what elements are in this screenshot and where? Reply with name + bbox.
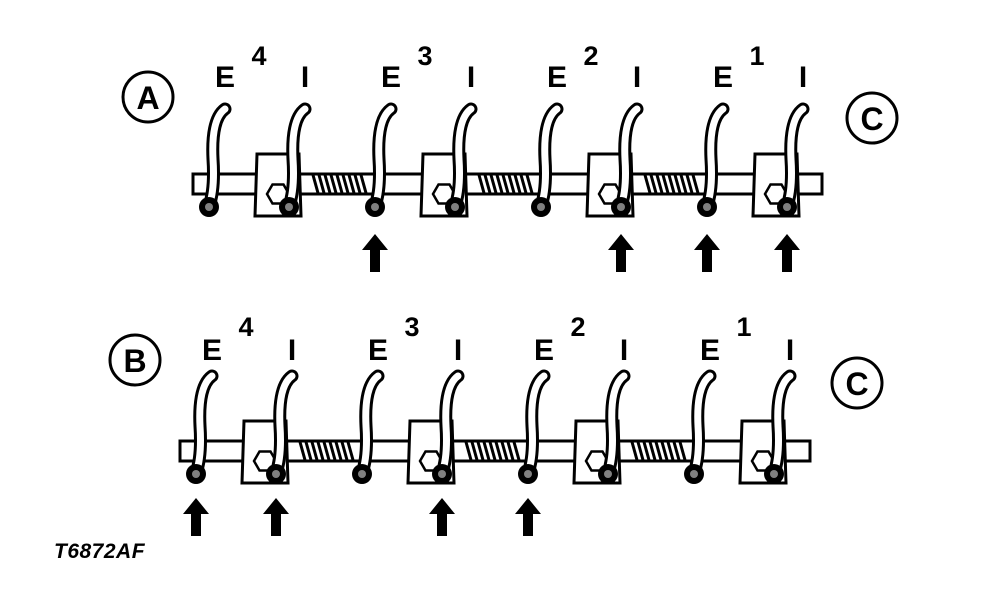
cylinder-4: E I 4 [183, 312, 355, 536]
row-label-ring [108, 333, 162, 387]
shaft-spring [464, 441, 521, 461]
exhaust-rocker-arm: E [531, 61, 567, 217]
row-label-circle: A [121, 70, 175, 124]
figure-code: T6872AF [54, 540, 146, 563]
exhaust-rocker-arm: E [684, 334, 720, 484]
intake-valve-label: I [454, 334, 462, 367]
intake-valve-label: I [799, 61, 807, 94]
cylinder-1: E I 1 [694, 41, 810, 272]
cylinder-number: 2 [570, 312, 585, 342]
intake-rocker-arm: I [774, 61, 810, 272]
cylinder-number: 4 [251, 41, 266, 71]
exhaust-valve-label: E [215, 61, 235, 94]
end-label-circle: C [830, 356, 884, 410]
exhaust-valve-label: E [713, 61, 733, 94]
cylinder-2: E I 2 [531, 41, 700, 272]
cylinder-number: 1 [749, 41, 764, 71]
exhaust-rocker-arm: E [515, 334, 554, 536]
shaft-spring [298, 441, 355, 461]
cylinder-1: E I 1 [684, 312, 797, 485]
intake-rocker-arm: I [429, 334, 465, 536]
end-label: C [860, 101, 883, 137]
intake-valve-label: I [786, 334, 794, 367]
adjust-arrow-icon [429, 498, 455, 536]
row-label-ring [121, 70, 175, 124]
intake-rocker-arm: I [279, 61, 312, 217]
exhaust-rocker-arm: E [694, 61, 733, 272]
exhaust-valve-label: E [368, 334, 388, 367]
shaft-spring [630, 441, 687, 461]
end-label-ring [845, 91, 899, 145]
end-label-circle: C [845, 91, 899, 145]
intake-valve-label: I [301, 61, 309, 94]
intake-valve-label: I [633, 61, 641, 94]
adjust-arrow-icon [608, 234, 634, 272]
intake-rocker-arm: I [445, 61, 478, 217]
adjust-arrow-icon [183, 498, 209, 536]
intake-valve-label: I [467, 61, 475, 94]
intake-valve-label: I [620, 334, 628, 367]
exhaust-rocker-arm: E [352, 334, 388, 484]
adjust-arrow-icon [263, 498, 289, 536]
cylinder-3: E I 3 [362, 41, 534, 272]
adjust-arrow-icon [515, 498, 541, 536]
exhaust-valve-label: E [547, 61, 567, 94]
exhaust-rocker-arm: E [183, 334, 222, 536]
cylinder-number: 2 [583, 41, 598, 71]
cylinder-3: E I 3 [352, 312, 521, 536]
exhaust-valve-label: E [700, 334, 720, 367]
cylinder-4: E I 4 [199, 41, 368, 218]
end-label: C [845, 366, 868, 402]
intake-rocker-arm: I [764, 334, 797, 484]
cylinder-number: 4 [238, 312, 253, 342]
end-label-ring [830, 356, 884, 410]
cylinder-2: E I 2 [515, 312, 687, 536]
intake-valve-label: I [288, 334, 296, 367]
intake-rocker-arm: I [263, 334, 299, 536]
exhaust-valve-label: E [381, 61, 401, 94]
row-label: A [136, 80, 159, 116]
shaft-spring [311, 174, 368, 194]
exhaust-valve-label: E [534, 334, 554, 367]
cylinder-number: 3 [417, 41, 432, 71]
intake-rocker-arm: I [598, 334, 631, 484]
row-label: B [123, 343, 146, 379]
cylinder-number: 3 [404, 312, 419, 342]
shaft-spring [643, 174, 700, 194]
cylinder-number: 1 [736, 312, 751, 342]
exhaust-valve-label: E [202, 334, 222, 367]
adjust-arrow-icon [774, 234, 800, 272]
exhaust-rocker-arm: E [199, 61, 235, 217]
row-label-circle: B [108, 333, 162, 387]
shaft-spring [477, 174, 534, 194]
adjust-arrow-icon [694, 234, 720, 272]
intake-rocker-arm: I [608, 61, 644, 272]
exhaust-rocker-arm: E [362, 61, 401, 272]
adjust-arrow-icon [362, 234, 388, 272]
